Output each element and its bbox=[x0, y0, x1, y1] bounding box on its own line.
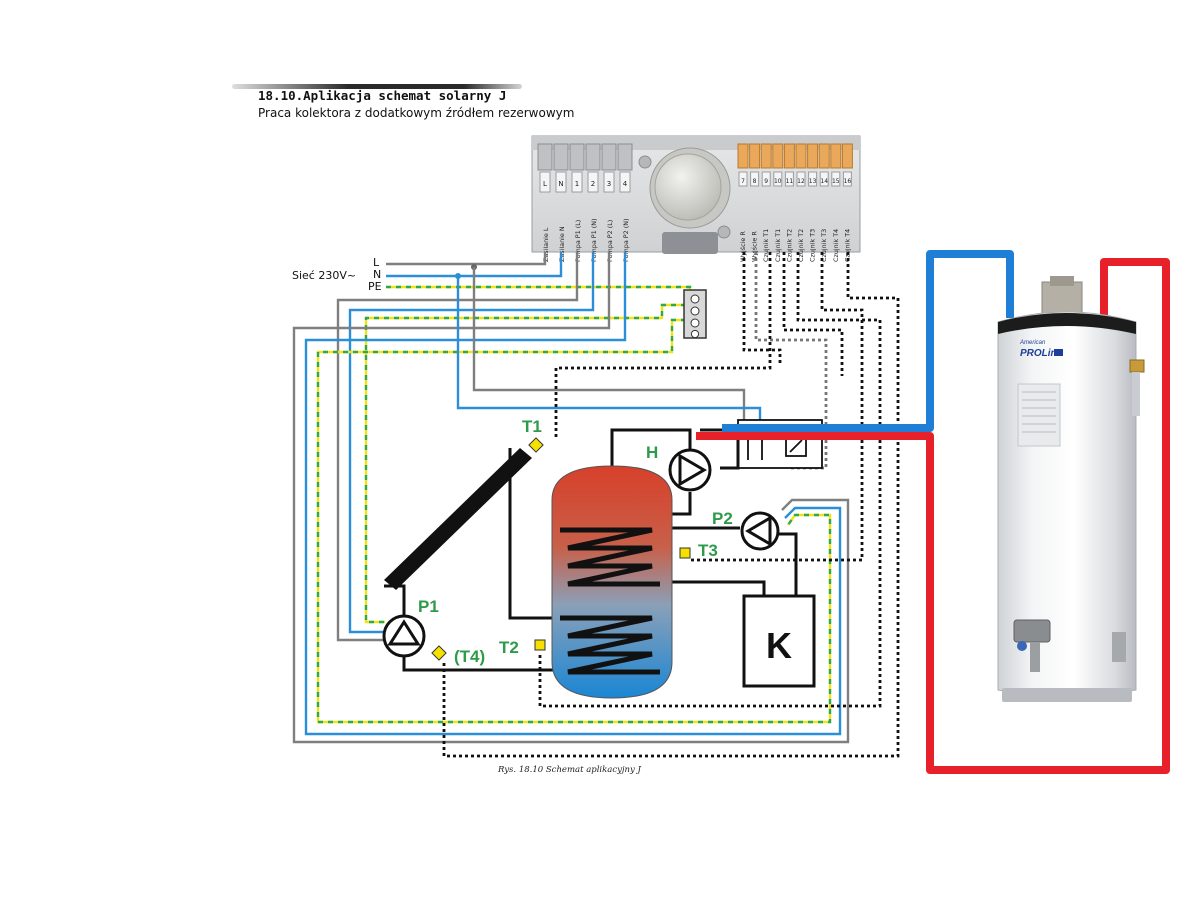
rating-plate bbox=[1017, 383, 1061, 447]
sensor-t4-marker bbox=[431, 645, 447, 661]
sensor-t1-marker bbox=[528, 437, 544, 453]
terminal-number: 11 bbox=[786, 178, 794, 185]
terminal-number: 8 bbox=[753, 178, 757, 185]
terminal-number: 2 bbox=[591, 180, 595, 188]
sensor-t3-marker bbox=[679, 547, 691, 559]
terminal-label: Zasilanie N bbox=[558, 226, 566, 262]
boiler-label: K bbox=[766, 625, 792, 666]
terminal-number: 14 bbox=[820, 178, 828, 185]
mains-supply-label: Sieć 230V~ bbox=[292, 269, 356, 282]
mains-n-label: N bbox=[373, 268, 381, 281]
controller-knob[interactable] bbox=[654, 153, 722, 221]
terminal-label: Czujnik T1 bbox=[774, 229, 782, 262]
pump-p2-label: P2 bbox=[712, 509, 733, 528]
gas-control-valve[interactable] bbox=[1013, 619, 1051, 643]
terminal-label: Zasilanie L bbox=[542, 227, 550, 262]
sensor-t4-label: (T4) bbox=[454, 647, 485, 666]
terminal-label: Czujnik T4 bbox=[843, 229, 851, 262]
terminal-number: 4 bbox=[623, 180, 628, 188]
terminal-label: Czujnik T1 bbox=[762, 229, 770, 262]
solar-collector bbox=[384, 448, 532, 590]
upper-coil bbox=[560, 527, 660, 587]
svg-text:PROLine: PROLine bbox=[1020, 348, 1063, 359]
terminal-number: 13 bbox=[809, 178, 817, 185]
relief-valve bbox=[1129, 359, 1145, 373]
sensor-t1-label: T1 bbox=[522, 417, 542, 436]
terminal-number: 10 bbox=[774, 178, 782, 185]
earth-terminal-block bbox=[683, 289, 707, 339]
pump-p1-label: P1 bbox=[418, 597, 439, 616]
power-wiring bbox=[292, 252, 850, 744]
power-terminal[interactable]: L Zasilanie L bbox=[537, 143, 553, 262]
water-heater: American PROLine bbox=[997, 276, 1145, 702]
backup-boiler: K bbox=[742, 594, 816, 688]
terminal-number: L bbox=[543, 180, 547, 188]
water-heater-pipes bbox=[696, 250, 1170, 774]
pump-p1 bbox=[382, 614, 426, 658]
page-subtitle: Praca kolektora z dodatkowym źródłem rez… bbox=[258, 106, 575, 120]
mains-l-label: L bbox=[373, 256, 380, 269]
terminal-label: Pompa P2 (N) bbox=[622, 219, 630, 262]
sensor-t3-label: T3 bbox=[698, 541, 718, 560]
terminal-label: Czujnik T2 bbox=[785, 229, 793, 262]
terminal-number: 9 bbox=[764, 178, 768, 185]
terminal-label: Pompa P1 (L) bbox=[574, 220, 582, 262]
storage-tank bbox=[551, 465, 673, 699]
terminal-label: Pompa P2 (L) bbox=[606, 220, 614, 262]
terminal-number: 15 bbox=[832, 178, 840, 185]
terminal-label: Wyjście R bbox=[751, 231, 759, 262]
terminal-label: Czujnik T3 bbox=[809, 229, 817, 262]
brand-logo: American PROLine bbox=[1019, 340, 1063, 359]
sensor-wiring bbox=[442, 252, 900, 758]
terminal-label: Pompa P1 (N) bbox=[590, 219, 598, 262]
mains-pe-label: PE bbox=[368, 280, 382, 293]
title-underline bbox=[232, 84, 522, 89]
lower-coil bbox=[560, 615, 660, 675]
terminal-number: N bbox=[558, 180, 563, 188]
pump-h-label: H bbox=[646, 443, 658, 462]
pump-h bbox=[668, 448, 712, 492]
power-terminal[interactable]: N Zasilanie N bbox=[553, 143, 569, 262]
figure-caption: Rys. 18.10 Schemat aplikacyjny J bbox=[497, 765, 642, 775]
terminal-label: Czujnik T4 bbox=[832, 229, 840, 262]
terminal-label: Wyjście R bbox=[739, 231, 747, 262]
terminal-number: 3 bbox=[607, 180, 611, 188]
terminal-number: 16 bbox=[844, 178, 852, 185]
terminal-number: 7 bbox=[741, 178, 745, 185]
pump-p2 bbox=[740, 511, 780, 551]
sensor-t2-marker bbox=[534, 639, 546, 651]
svg-text:American: American bbox=[1019, 340, 1046, 346]
terminal-label: Czujnik T2 bbox=[797, 229, 805, 262]
gas-knob-icon[interactable] bbox=[1017, 641, 1027, 651]
terminal-number: 12 bbox=[797, 178, 805, 185]
terminal-number: 1 bbox=[575, 180, 579, 188]
sensor-t2-label: T2 bbox=[499, 638, 519, 657]
page-title: 18.10.Aplikacja schemat solarny J bbox=[258, 88, 507, 103]
terminal-label: Czujnik T3 bbox=[820, 229, 828, 262]
